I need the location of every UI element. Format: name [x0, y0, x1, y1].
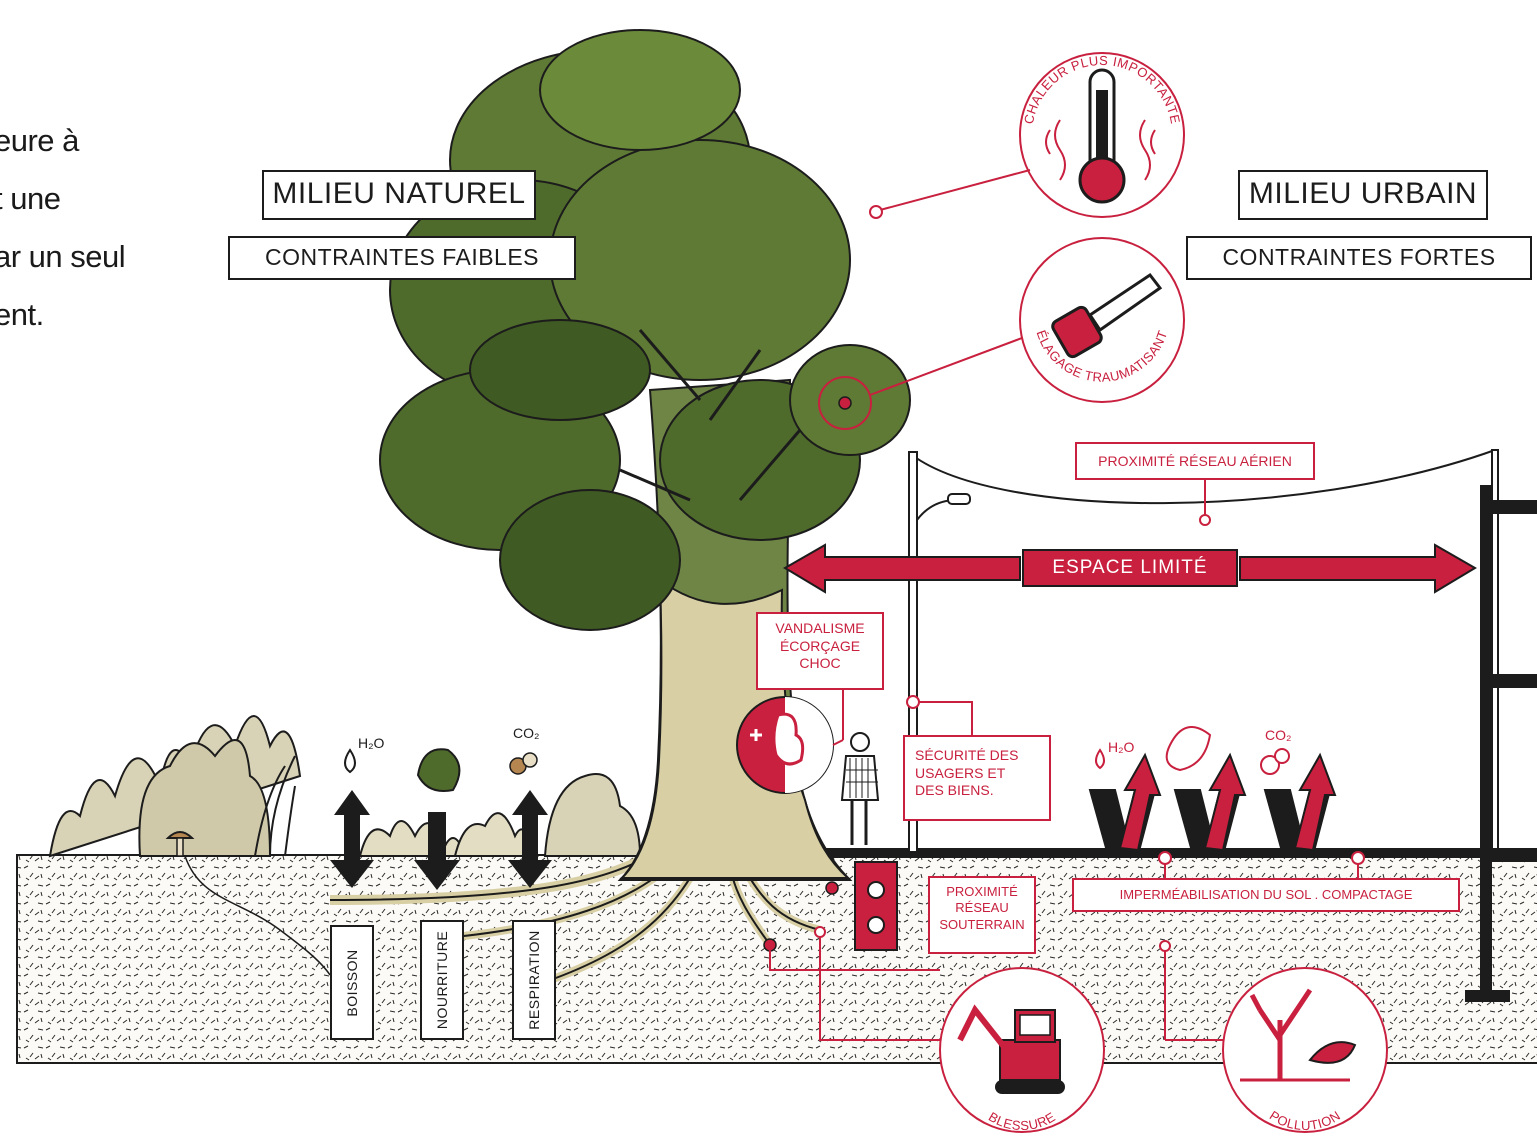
- limited-space-arrow-left: [785, 545, 1020, 592]
- limited-space-arrow-right: [1240, 545, 1475, 592]
- intro-line: ar un seul: [0, 228, 125, 286]
- leaf-icon: [418, 749, 459, 791]
- blocked-exchange-arrows: [1090, 755, 1335, 855]
- tree-canopy: [380, 30, 910, 630]
- drink-label-box: BOISSON: [330, 925, 374, 1040]
- co2-bubbles-icon: CO₂: [510, 725, 539, 774]
- vandalism-line: CHOC: [758, 655, 882, 673]
- aerial-network-label: PROXIMITÉ RÉSEAU AÉRIEN: [1075, 442, 1315, 480]
- urban-subtitle: CONTRAINTES FORTES: [1186, 236, 1532, 280]
- urban-water-drop-icon: H₂O: [1096, 739, 1135, 768]
- breathing-label-box: RESPIRATION: [512, 920, 556, 1040]
- vandalism-line: VANDALISME: [758, 620, 882, 638]
- safety-line: SÉCURITÉ DES: [915, 747, 1049, 765]
- vandalism-label: VANDALISME ÉCORÇAGE CHOC: [756, 612, 884, 690]
- breathing-label: RESPIRATION: [526, 930, 542, 1029]
- natural-title: MILIEU NATUREL: [262, 170, 536, 220]
- person-icon: [842, 733, 878, 845]
- intro-line: t une: [0, 170, 125, 228]
- vandalism-line: ÉCORÇAGE: [758, 638, 882, 656]
- urban-leaf-icon: [1167, 727, 1210, 770]
- food-label-box: NOURRITURE: [420, 920, 464, 1040]
- safety-line: USAGERS ET: [915, 765, 1049, 783]
- safety-line: DES BIENS.: [915, 782, 1049, 800]
- food-label: NOURRITURE: [434, 931, 450, 1029]
- drink-label: BOISSON: [344, 949, 360, 1016]
- svg-text:H₂O: H₂O: [358, 735, 385, 751]
- underground-network-label: PROXIMITÉ RÉSEAU SOUTERRAIN: [928, 876, 1036, 954]
- underground-line: RÉSEAU: [930, 900, 1034, 916]
- svg-text:CO₂: CO₂: [513, 725, 539, 741]
- intro-text: eure à t une ar un seul ent.: [0, 112, 125, 344]
- underground-line: PROXIMITÉ: [930, 884, 1034, 900]
- svg-text:CO₂: CO₂: [1265, 727, 1291, 743]
- intro-line: ent.: [0, 286, 125, 344]
- soil-sealing-label: IMPERMÉABILISATION DU SOL . COMPACTAGE: [1072, 878, 1460, 912]
- underground-line: SOUTERRAIN: [930, 917, 1034, 933]
- underground-conduit: [855, 862, 897, 950]
- pruning-badge: ÉLAGAGE TRAUMATISANT: [1020, 238, 1184, 402]
- sidewalk: [820, 848, 1537, 858]
- heat-badge: CHALEUR PLUS IMPORTANTE: [870, 53, 1184, 218]
- intro-line: eure à: [0, 112, 125, 170]
- water-drop-icon: H₂O: [345, 735, 385, 772]
- svg-text:H₂O: H₂O: [1108, 739, 1135, 755]
- urban-title: MILIEU URBAIN: [1238, 170, 1488, 220]
- natural-subtitle: CONTRAINTES FAIBLES: [228, 236, 576, 280]
- limited-space-label: ESPACE LIMITÉ: [1022, 549, 1238, 587]
- safety-label: SÉCURITÉ DES USAGERS ET DES BIENS.: [903, 735, 1051, 821]
- urban-co2-icon: CO₂: [1261, 727, 1291, 774]
